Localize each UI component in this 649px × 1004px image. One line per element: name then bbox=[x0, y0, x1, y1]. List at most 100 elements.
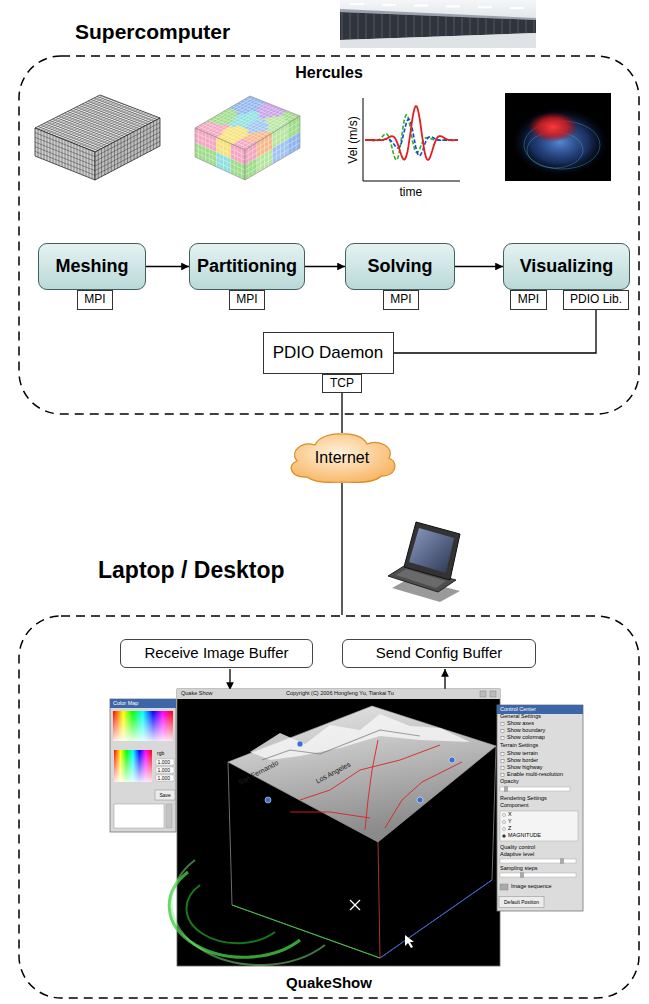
box-label: Solving bbox=[367, 257, 432, 277]
connector bbox=[146, 266, 189, 267]
gui-text: Component bbox=[500, 803, 528, 809]
rack-divider bbox=[510, 19, 511, 34]
laptop-icon bbox=[388, 522, 460, 602]
mesh-line bbox=[46, 99, 111, 132]
rack-divider bbox=[398, 14, 399, 38]
volume-rendering bbox=[505, 93, 611, 181]
ceiling-light bbox=[414, 5, 428, 7]
button bbox=[155, 790, 175, 800]
buffer-box: Send Config Buffer bbox=[342, 639, 536, 668]
mesh-line bbox=[51, 101, 116, 134]
ceiling-light bbox=[382, 4, 396, 6]
gui-text: Adaptive level bbox=[500, 852, 534, 858]
region-title: QuakeShow bbox=[18, 975, 640, 992]
mesh-line bbox=[35, 142, 95, 166]
box-edge bbox=[378, 842, 380, 958]
cloud-outline bbox=[291, 434, 395, 483]
rack-divider bbox=[414, 15, 415, 37]
checkbox bbox=[501, 767, 504, 770]
station-icon bbox=[265, 797, 271, 803]
checkbox bbox=[501, 730, 504, 733]
slider-knob bbox=[504, 786, 508, 792]
color-picker bbox=[114, 750, 152, 782]
title-bar bbox=[110, 699, 176, 708]
partition-face bbox=[195, 128, 245, 180]
gui-option: Show highway bbox=[507, 765, 542, 771]
window-title: Copyright (C) 2006 Hongfeng Yu, Tiankai … bbox=[286, 691, 394, 697]
checkbox bbox=[501, 760, 504, 763]
mesh-line bbox=[95, 132, 160, 166]
slider bbox=[500, 859, 576, 863]
color-gradient bbox=[113, 711, 173, 741]
rack-divider bbox=[454, 17, 455, 36]
play-button bbox=[500, 884, 508, 890]
ceiling-light bbox=[446, 5, 460, 7]
photo-ground bbox=[340, 0, 536, 48]
velocity-curve bbox=[365, 106, 458, 160]
axis-label: Vel (m/s) bbox=[346, 116, 358, 163]
input-box bbox=[156, 775, 174, 781]
mountains bbox=[250, 714, 470, 760]
window-title: Control Center bbox=[500, 707, 536, 713]
rack-divider bbox=[374, 13, 375, 38]
rack-divider bbox=[494, 18, 495, 34]
box-label: Receive Image Buffer bbox=[145, 645, 289, 662]
region-outline bbox=[18, 615, 640, 999]
box-label: PDIO Lib. bbox=[570, 293, 622, 306]
tag-box: TCP bbox=[322, 374, 362, 393]
process-box: Meshing bbox=[38, 243, 146, 290]
gui-option: X bbox=[508, 812, 512, 818]
mesh-line bbox=[35, 147, 95, 171]
title-bar bbox=[497, 705, 583, 714]
rack-divider bbox=[470, 17, 471, 35]
road bbox=[290, 812, 370, 818]
process-box: Partitioning bbox=[189, 243, 305, 290]
tag-box: MPI bbox=[383, 290, 419, 310]
gui-heading: Quality control bbox=[500, 845, 535, 851]
mesh-line bbox=[95, 137, 160, 171]
box-label: Meshing bbox=[55, 257, 128, 277]
gui-heading: Rendering Settings bbox=[500, 796, 547, 802]
map-label: San Fernando bbox=[237, 758, 279, 785]
connector bbox=[341, 393, 342, 433]
dashed-border bbox=[19, 616, 639, 998]
mesh-line bbox=[68, 108, 133, 142]
mesh-line bbox=[43, 98, 108, 131]
title-bar bbox=[177, 689, 500, 699]
box-label: TCP bbox=[330, 377, 354, 390]
gui-heading: Terrain Settings bbox=[500, 743, 538, 749]
buffer-box: Receive Image Buffer bbox=[120, 639, 313, 668]
gui-option: Show terrain bbox=[507, 751, 538, 757]
color-gradient bbox=[113, 711, 173, 741]
mesh-line bbox=[49, 100, 114, 133]
gui-text: rgb bbox=[157, 751, 164, 756]
process-box: Visualizing bbox=[503, 243, 630, 290]
rack-divider bbox=[534, 20, 535, 33]
road bbox=[385, 762, 462, 828]
box-label: Internet bbox=[315, 449, 369, 467]
button-text: Default Position bbox=[504, 900, 539, 905]
rack-divider bbox=[438, 16, 439, 37]
radio bbox=[503, 814, 506, 817]
rack-divider bbox=[518, 19, 519, 33]
velocity-plot bbox=[363, 98, 460, 181]
rack-divider bbox=[526, 20, 527, 34]
tag-box: MPI bbox=[229, 290, 265, 310]
connector bbox=[455, 266, 503, 267]
mesh-line bbox=[35, 133, 95, 157]
ceiling-light bbox=[510, 7, 524, 9]
road bbox=[300, 745, 440, 800]
radio bbox=[503, 835, 506, 838]
plot-axis bbox=[363, 181, 460, 182]
gui-option: Show border bbox=[507, 758, 538, 764]
box-label: Visualizing bbox=[520, 257, 614, 277]
mesh-line bbox=[57, 103, 122, 136]
mesh-line bbox=[35, 151, 95, 175]
window-button bbox=[480, 691, 486, 697]
rack-divider bbox=[502, 19, 503, 35]
gui-heading: General Settings bbox=[500, 714, 541, 720]
gui-text: Sampling steps bbox=[500, 866, 538, 872]
